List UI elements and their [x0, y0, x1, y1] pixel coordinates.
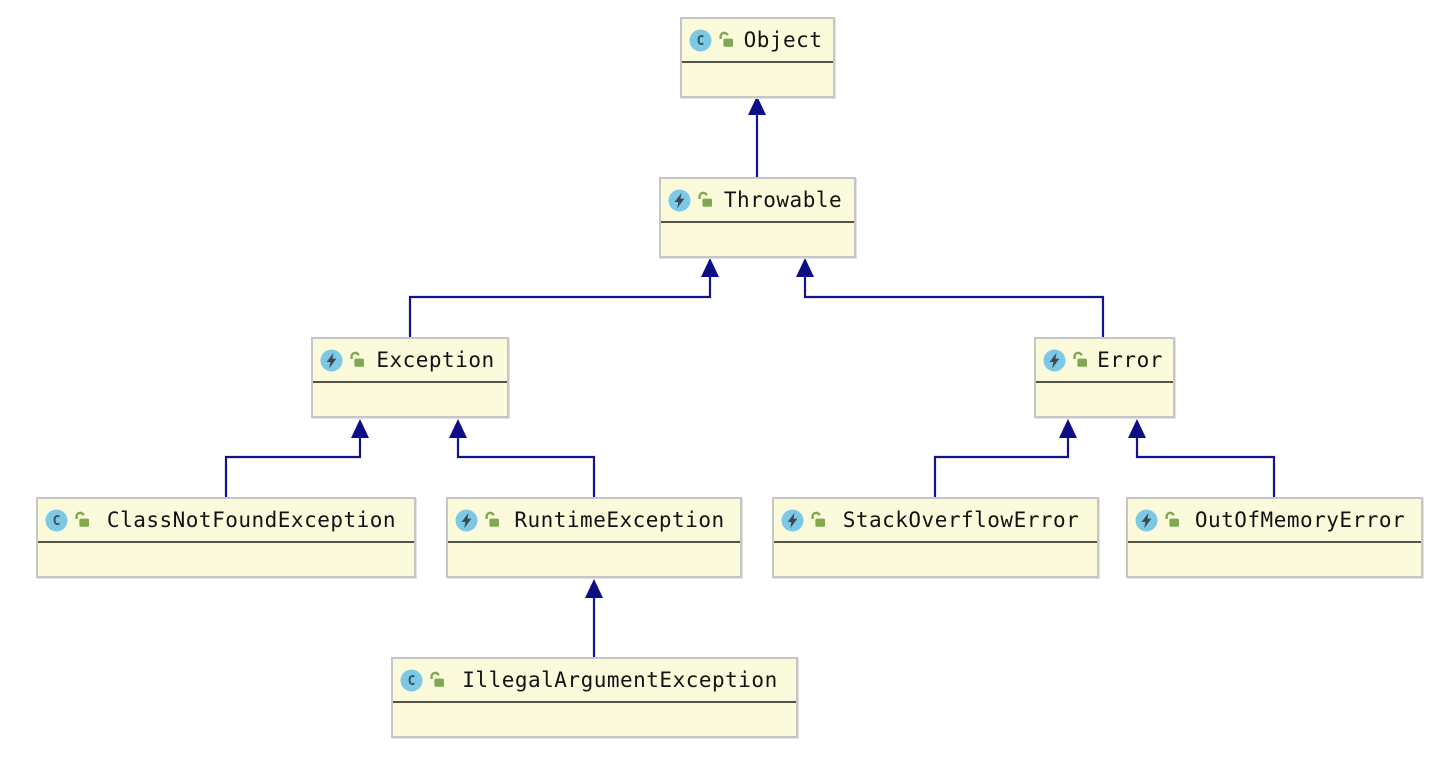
class-name: Error: [1097, 348, 1163, 372]
fields-compartment: [682, 61, 833, 96]
exception-class-icon: [1043, 349, 1066, 372]
svg-text:C: C: [697, 34, 705, 49]
class-header: C IllegalArgumentException: [393, 659, 796, 701]
fields-compartment: [661, 221, 854, 256]
unlocked-public-icon: [809, 510, 827, 528]
unlocked-public-icon: [73, 510, 91, 528]
svg-text:C: C: [408, 674, 416, 689]
class-name: OutOfMemoryError: [1194, 508, 1406, 532]
inheritance-arrow-exception-throwable: [408, 258, 719, 337]
class-header: C Object: [682, 19, 833, 61]
class-node-outofmemoryerror[interactable]: OutOfMemoryError: [1126, 497, 1423, 578]
class-node-stackoverflowerror[interactable]: StackOverflowError: [772, 497, 1099, 578]
class-node-throwable[interactable]: Throwable: [659, 177, 856, 258]
exception-class-icon: [455, 509, 478, 532]
class-name: RuntimeException: [514, 508, 725, 532]
fields-compartment: [448, 541, 740, 576]
class-header: OutOfMemoryError: [1128, 499, 1421, 541]
unlocked-public-icon: [1071, 350, 1089, 368]
fields-compartment: [393, 701, 796, 736]
class-name: Throwable: [723, 188, 843, 212]
class-name: Exception: [376, 348, 495, 372]
unlocked-public-icon: [696, 190, 714, 208]
unlocked-public-icon: [717, 30, 735, 48]
class-node-classnotfoundexception[interactable]: C ClassNotFoundException: [36, 497, 416, 578]
class-name: StackOverflowError: [842, 508, 1080, 532]
class-name: ClassNotFoundException: [106, 508, 397, 532]
class-header: C ClassNotFoundException: [38, 499, 414, 541]
class-node-exception[interactable]: Exception: [311, 337, 509, 418]
class-node-object[interactable]: C Object: [680, 17, 835, 98]
exception-class-icon: [320, 349, 343, 372]
class-icon: C: [400, 669, 423, 692]
exception-class-icon: [668, 189, 691, 212]
class-icon: C: [45, 509, 68, 532]
class-header: StackOverflowError: [774, 499, 1097, 541]
class-header: Error: [1036, 339, 1173, 381]
unlocked-public-icon: [1163, 510, 1181, 528]
class-icon: C: [689, 29, 712, 52]
class-header: Throwable: [661, 179, 854, 221]
fields-compartment: [774, 541, 1097, 576]
class-node-error[interactable]: Error: [1034, 337, 1175, 418]
unlocked-public-icon: [483, 510, 501, 528]
inheritance-arrow-outofmemoryerror-error: [1128, 419, 1276, 497]
inheritance-arrow-error-throwable: [796, 258, 1105, 337]
class-header: RuntimeException: [448, 499, 740, 541]
fields-compartment: [1036, 381, 1173, 416]
unlocked-public-icon: [428, 670, 446, 688]
exception-class-icon: [1135, 509, 1158, 532]
class-node-illegalargumentexception[interactable]: C IllegalArgumentException: [391, 657, 798, 738]
class-node-runtimeexception[interactable]: RuntimeException: [446, 497, 742, 578]
inheritance-arrow-throwable-object: [748, 96, 766, 177]
svg-text:C: C: [53, 514, 61, 529]
class-header: Exception: [313, 339, 507, 381]
class-name: Object: [743, 28, 823, 52]
fields-compartment: [38, 541, 414, 576]
inheritance-arrow-runtimeexception-exception: [449, 419, 596, 497]
inheritance-arrow-classnotfoundexception-exception: [224, 419, 369, 497]
fields-compartment: [1128, 541, 1421, 576]
inheritance-arrow-illegalargumentexception-runtimeexception: [585, 579, 603, 657]
fields-compartment: [313, 381, 507, 416]
inheritance-arrow-stackoverflowerror-error: [933, 419, 1077, 497]
class-name: IllegalArgumentException: [462, 668, 778, 692]
exception-class-icon: [781, 509, 804, 532]
unlocked-public-icon: [348, 350, 366, 368]
